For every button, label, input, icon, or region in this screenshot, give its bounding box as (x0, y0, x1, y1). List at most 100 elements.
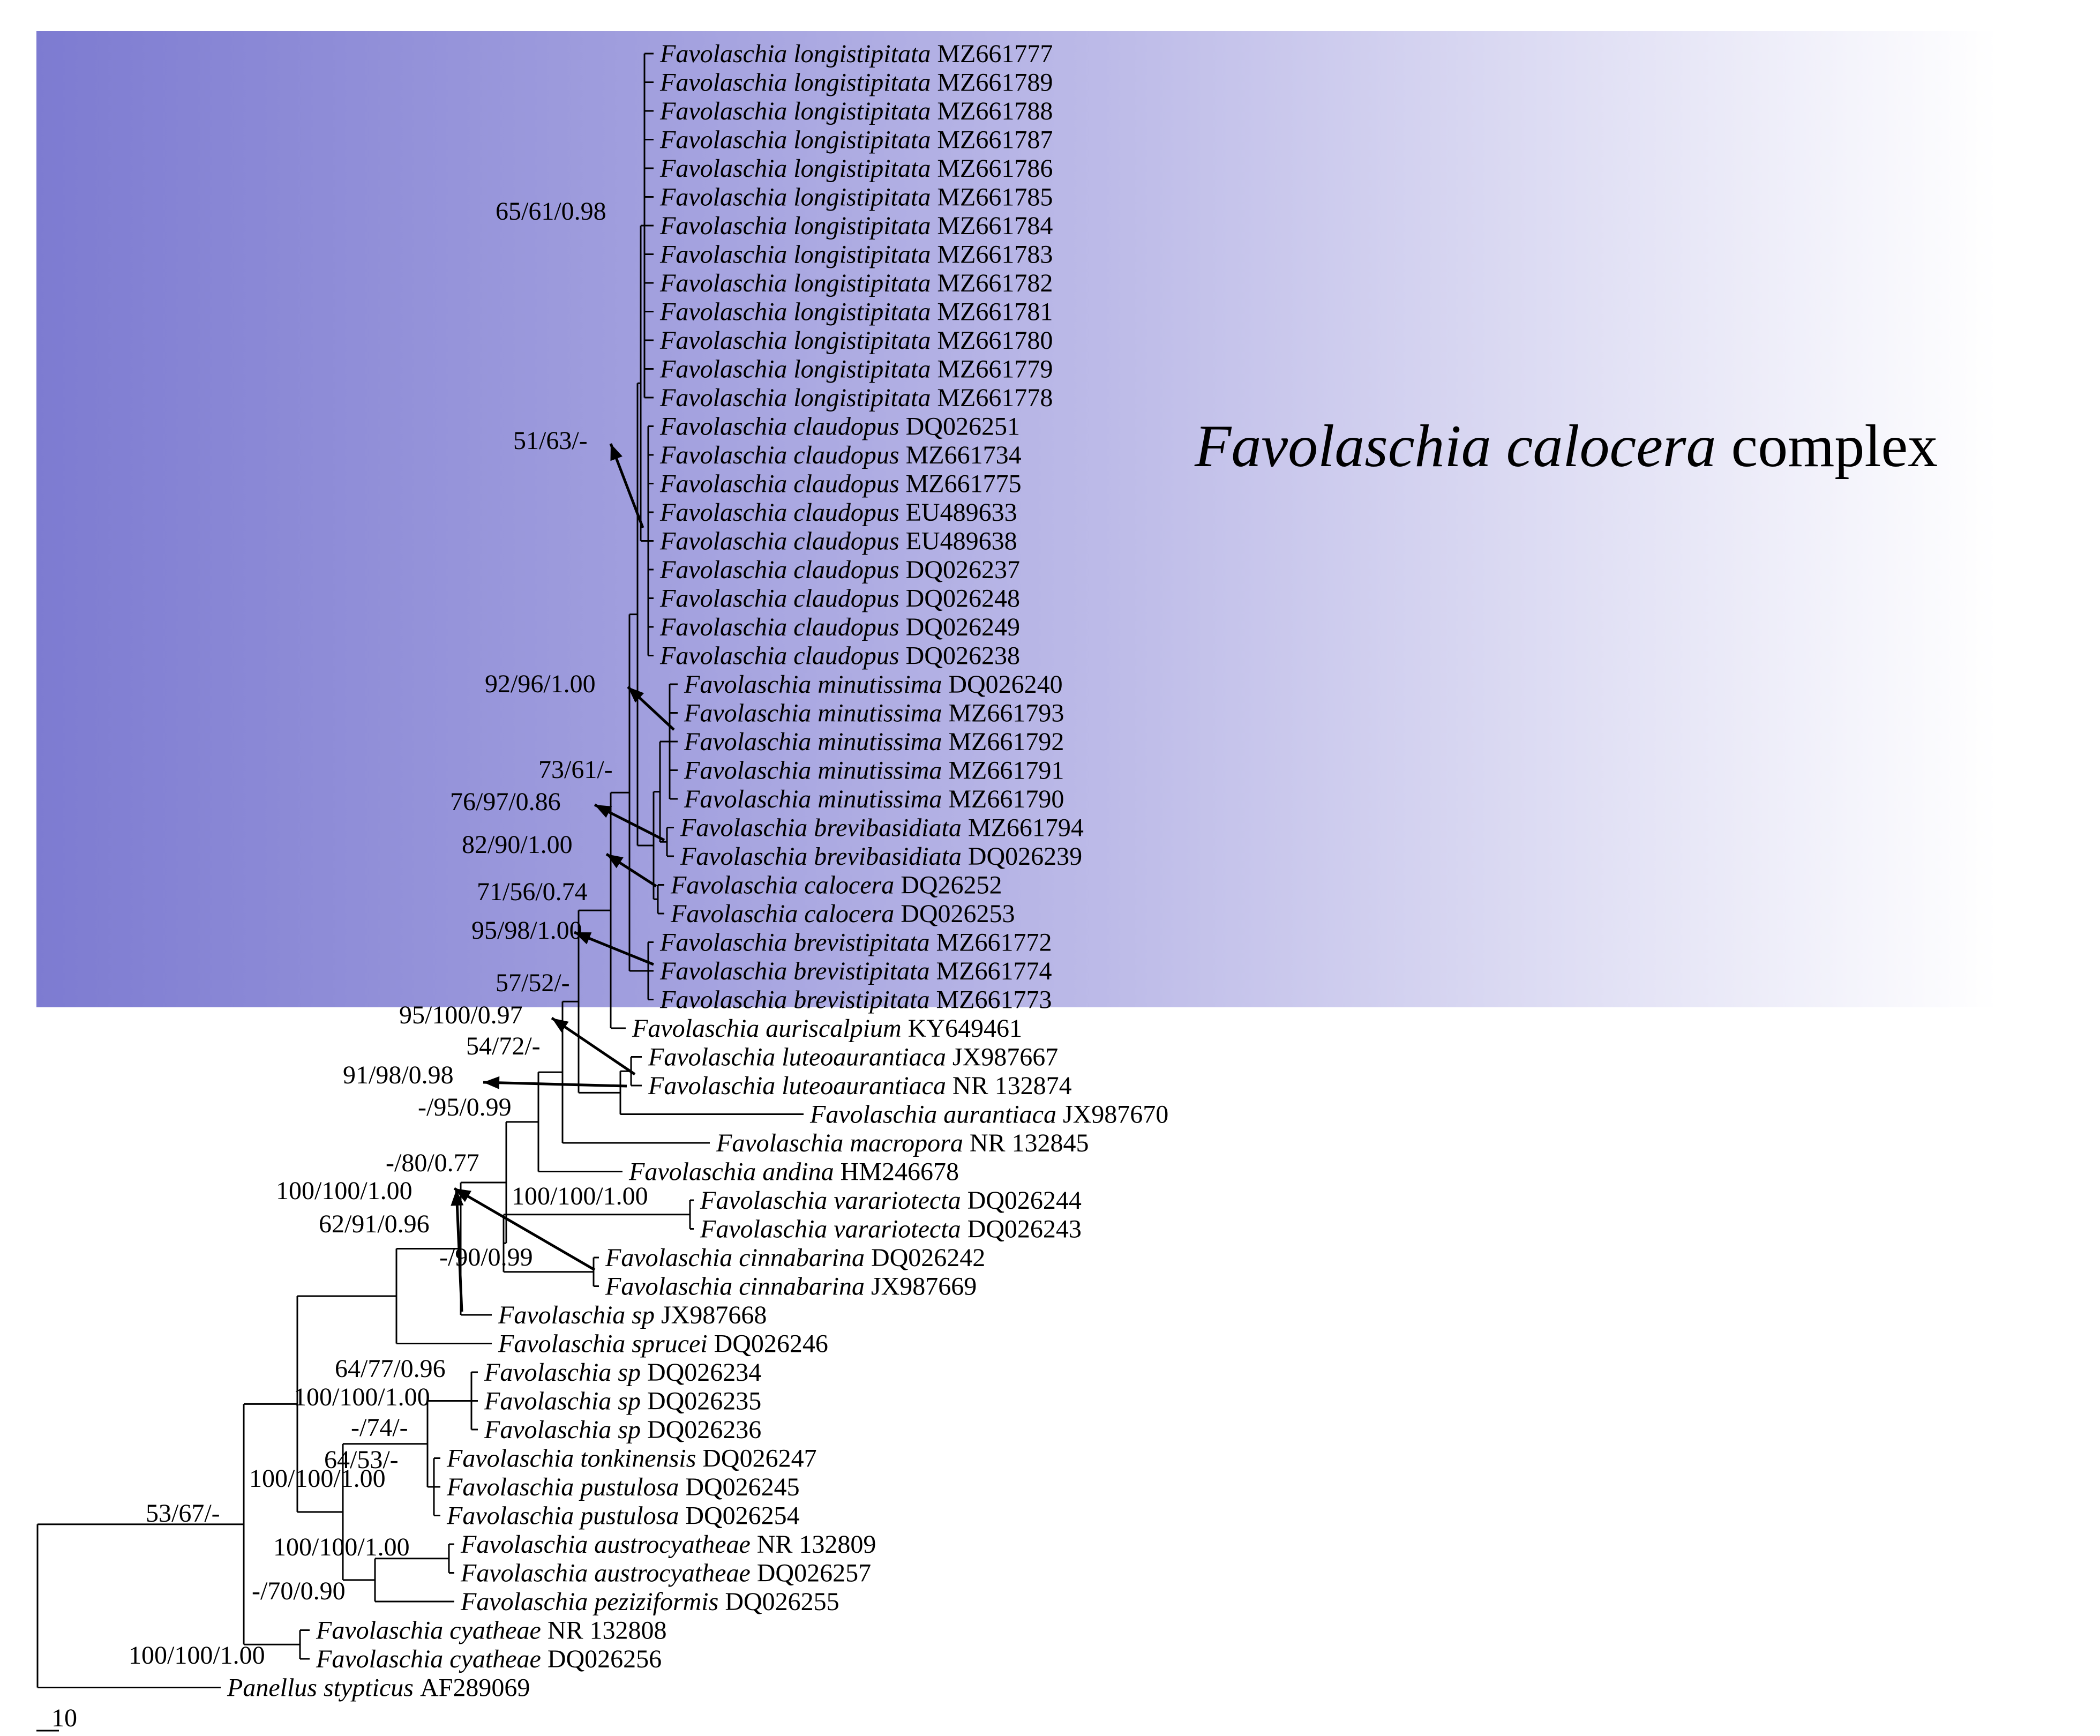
taxon-species: calocera (804, 871, 894, 900)
support-leader-6 (483, 1081, 627, 1088)
taxon-genus: Favolaschia (460, 1530, 588, 1559)
taxon-species: longistipitata (793, 326, 931, 355)
taxon-species: cinnabarina (739, 1244, 865, 1272)
support-value-14: 100/100/1.00 (276, 1177, 412, 1205)
taxon-accession: MZ661793 (948, 699, 1064, 728)
taxon-accession: MZ661783 (937, 241, 1053, 269)
taxon-accession: DQ026255 (725, 1588, 839, 1616)
taxon-genus: Favolaschia (659, 470, 787, 498)
support-leader-7 (453, 1187, 596, 1271)
support-value-0: 65/61/0.98 (496, 197, 606, 226)
taxon-accession: NR 132845 (970, 1129, 1089, 1157)
taxon-species: claudopus (793, 441, 899, 469)
taxon-species: peziziformis (592, 1588, 718, 1616)
taxon-genus: Favolaschia (659, 384, 787, 412)
taxon-genus: Favolaschia (659, 183, 787, 212)
support-value-19: 100/100/1.00 (294, 1383, 430, 1411)
taxon-accession: DQ026256 (548, 1645, 662, 1673)
taxon-accession: DQ026248 (906, 585, 1020, 613)
support-value-17: -/90/0.99 (439, 1243, 533, 1271)
taxon-genus: Favolaschia (659, 269, 787, 297)
support-value-21: 64/53/- (324, 1446, 399, 1474)
taxon-accession: MZ661788 (937, 97, 1053, 125)
taxon-accession: MZ661784 (937, 212, 1053, 240)
taxon-accession: DQ026242 (871, 1244, 985, 1272)
support-value-23: 100/100/1.00 (273, 1533, 410, 1561)
taxon-species: longistipitata (793, 298, 931, 326)
taxon-accession: MZ661780 (937, 326, 1053, 355)
taxon-genus: Favolaschia (659, 642, 787, 670)
taxon-genus: Favolaschia (684, 728, 811, 756)
arrowhead-icon (454, 1188, 471, 1202)
taxon-accession: DQ026246 (714, 1330, 828, 1358)
taxon-genus: Favolaschia (809, 1101, 937, 1129)
taxon-genus: Favolaschia (659, 326, 787, 355)
taxon-species: longistipitata (793, 212, 931, 240)
scale-bar-label: 10 (51, 1704, 77, 1732)
taxon-species: minutissima (818, 785, 942, 813)
taxon-genus: Favolaschia (659, 556, 787, 584)
taxon-genus: Panellus (227, 1674, 317, 1702)
taxon-species: tonkinensis (580, 1445, 696, 1473)
taxon-accession: KY649461 (908, 1014, 1022, 1043)
taxon-species: longistipitata (793, 355, 931, 384)
taxon-species: aurantiaca (943, 1101, 1056, 1129)
taxon-accession: MZ661777 (937, 40, 1053, 68)
support-leader-8 (455, 1189, 463, 1312)
taxon-accession: NR 132808 (548, 1617, 667, 1645)
support-value-12: -/95/0.99 (418, 1093, 512, 1121)
taxon-genus: Favolaschia (659, 97, 787, 125)
taxon-species: longistipitata (793, 241, 931, 269)
arrowhead-icon (483, 1076, 500, 1089)
support-value-6: 71/56/0.74 (477, 878, 588, 906)
taxon-species: sp (618, 1358, 641, 1387)
taxon-species: claudopus (793, 642, 899, 670)
taxon-genus: Favolaschia (659, 441, 787, 469)
taxon-accession: MZ661787 (937, 126, 1053, 154)
taxon-genus: Favolaschia (659, 498, 787, 527)
taxon-genus: Favolaschia (659, 241, 787, 269)
taxon-species: longistipitata (793, 69, 931, 97)
taxon-genus: Favolaschia (659, 154, 787, 183)
support-value-18: 64/77/0.96 (335, 1355, 446, 1383)
taxon-species: minutissima (818, 757, 942, 785)
support-value-1: 51/63/- (513, 426, 588, 455)
arrowhead-icon (610, 444, 622, 461)
taxon-accession: MZ661779 (937, 355, 1053, 384)
taxon-genus: Favolaschia (605, 1273, 732, 1301)
taxon-genus: Favolaschia (498, 1330, 625, 1358)
support-value-4: 76/97/0.86 (450, 788, 561, 816)
taxon-species: calocera (804, 900, 894, 928)
taxon-species: claudopus (793, 527, 899, 556)
taxon-species: cyatheae (449, 1645, 541, 1673)
taxon-genus: Favolaschia (446, 1445, 574, 1473)
taxon-genus: Favolaschia (605, 1244, 732, 1272)
taxon-species: stypticus (324, 1674, 414, 1702)
taxon-species: minutissima (818, 699, 942, 728)
taxon-species: austrocyatheae (594, 1530, 750, 1559)
taxon-species: pustulosa (579, 1473, 679, 1501)
